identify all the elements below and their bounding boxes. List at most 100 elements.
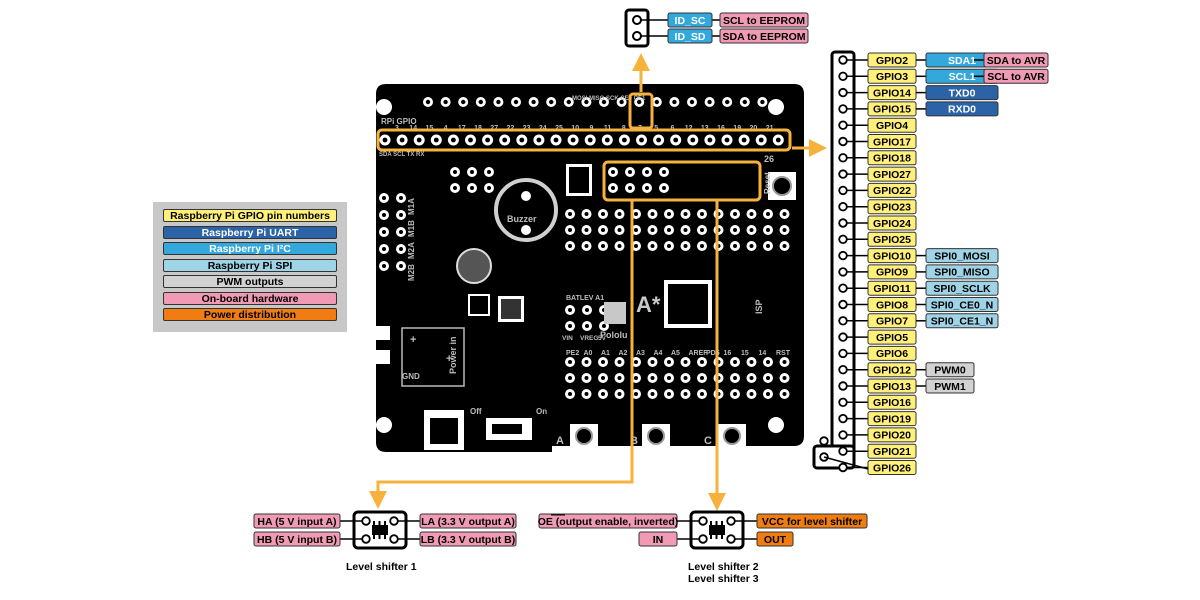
gpio-label: GPIO15 <box>867 101 917 117</box>
analog-label: A4 <box>654 350 663 357</box>
analog-label: RST <box>776 350 791 357</box>
shifter-right-label-text: OUT <box>764 534 787 546</box>
gpio-func-label-text: PWM0 <box>934 365 966 377</box>
gpio-label-text: GPIO18 <box>873 153 911 165</box>
motor-label: M1A <box>407 198 416 215</box>
gpio-func-label-text: PWM1 <box>934 381 966 393</box>
analog-label: 16 <box>724 350 732 357</box>
reset-silk: Reset <box>763 172 772 194</box>
gpio-label-text: GPIO3 <box>876 71 908 83</box>
gpio-label-text: GPIO14 <box>873 87 911 99</box>
gpio-func-label: SPI0_CE0_N <box>925 297 999 312</box>
gpio-label: GPIO19 <box>867 411 917 427</box>
shifter-right-label-text: LB (3.3 V output B) <box>421 534 516 546</box>
shifter-right-label-text: LA (3.3 V output A) <box>421 516 515 528</box>
gpio-desc-label-text: SDA to AVR <box>987 55 1046 67</box>
gpio-label: GPIO11 <box>867 280 917 296</box>
buzzer: Buzzer <box>494 178 558 242</box>
gpio-label: GPIO22 <box>867 182 917 198</box>
gpio-label-text: GPIO11 <box>873 283 911 295</box>
gpio-func-label: PWM1 <box>925 378 975 394</box>
gpio-label-text: GPIO10 <box>873 250 911 262</box>
gpio-func-label: SPI0_MOSI <box>925 248 999 264</box>
gpio-desc-label: SCL to AVR <box>983 68 1049 84</box>
rpi-gpio-header <box>379 134 784 146</box>
gpio-label: GPIO10 <box>867 248 917 264</box>
shifter-left-label: HA (5 V input A) <box>253 513 341 529</box>
gpio-label: GPIO18 <box>867 150 917 166</box>
uart-silk: SDA SCL TX RX <box>379 152 424 158</box>
power-pin-1 <box>376 326 390 340</box>
gpio-desc-label-text: SCL to AVR <box>987 71 1045 83</box>
shifter-right-label-text: VCC for level shifter <box>762 516 862 528</box>
button-b-silk: B <box>630 435 638 447</box>
gpio-label-text: GPIO2 <box>876 55 908 67</box>
rpi-gpio-silk: RPi GPIO <box>381 117 417 126</box>
spi-silk: MOSI MISO SCK CE0 CE1 <box>572 96 646 102</box>
legend-item: Raspberry Pi GPIO pin numbers <box>163 209 337 222</box>
power-label: VIN <box>562 335 573 342</box>
button-c-silk: C <box>704 435 712 447</box>
rpi-header-highlight <box>376 128 792 152</box>
level-shifter-1-caption: Level shifter 1 <box>346 561 417 573</box>
gpio-label: GPIO20 <box>867 427 917 443</box>
gpio-label: GPIO27 <box>867 166 917 182</box>
power-label: 5V <box>598 335 607 342</box>
level-shifter-2-caption: Level shifter 2 <box>688 561 759 573</box>
level-shifter-1-diagram: HA (5 V input A)HB (5 V input B)LA (3.3 … <box>253 510 517 550</box>
gpio-header-diagram: GPIO2 SDA1 SDA to AVR GPIO3 SCL1 SCL to AVR GP… <box>812 50 1049 475</box>
analog-label: A2 <box>619 350 628 357</box>
gpio-label-text: GPIO8 <box>876 299 908 311</box>
gpio-func-label-text: SPI0_MISO <box>934 267 989 279</box>
gpio-label: GPIO7 <box>867 313 917 329</box>
gpio-label: GPIO23 <box>867 199 917 215</box>
on-silk: On <box>536 407 547 416</box>
gpio-label-text: GPIO9 <box>876 267 908 279</box>
legend-item: Raspberry Pi UART <box>163 225 337 239</box>
gpio-func-label: PWM0 <box>925 362 975 378</box>
gpio-label-text: GPIO17 <box>873 136 911 148</box>
gpio-label: GPIO2 <box>867 52 917 68</box>
gpio-label-text: GPIO21 <box>873 446 911 458</box>
gpio-label-text: GPIO12 <box>873 365 911 377</box>
level-shifter-3-caption: Level shifter 3 <box>688 573 759 585</box>
gpio-label: GPIO17 <box>867 134 917 149</box>
gpio-label-text: GPIO5 <box>876 332 908 344</box>
user-buttons: A B C <box>556 424 746 448</box>
gpio-label: GPIO8 <box>867 297 917 312</box>
shifter-right-label: LB (3.3 V output B) <box>419 531 517 547</box>
gpio-label: GPIO14 <box>867 85 917 101</box>
batlev-silk: BATLEV A1 <box>566 295 604 302</box>
gpio-label: GPIO25 <box>867 231 917 247</box>
shifter-right-label: VCC for level shifter <box>756 513 868 529</box>
gpio-label: GPIO21 <box>867 443 917 459</box>
shifter-right-label: OUT <box>756 531 794 547</box>
gpio-label-text: GPIO23 <box>873 202 911 214</box>
id-desc-label-text: SCL to EEPROM <box>723 15 805 27</box>
gpio-func-label-text: SPI0_CE0_N <box>931 299 993 311</box>
gpio-label: GPIO9 <box>867 264 917 280</box>
legend-item: Raspberry Pi I²C <box>163 242 337 255</box>
motor-label: M2A <box>407 242 416 259</box>
gpio-label: GPIO6 <box>867 345 917 361</box>
power-in-silk: Power in <box>448 336 458 374</box>
id-desc-label: SCL to EEPROM <box>719 12 809 28</box>
gpio-func-label-text: SCL1 <box>949 71 976 83</box>
id-pin-label-text: ID_SD <box>675 31 706 43</box>
gpio-label-text: GPIO6 <box>876 348 908 360</box>
gpio-label: GPIO12 <box>867 362 917 378</box>
gpio-label-text: GPIO25 <box>873 234 911 246</box>
gpio-label: GPIO13 <box>867 378 917 394</box>
button-a-silk: A <box>556 435 564 447</box>
arrow-to-shifter-1 <box>369 200 634 509</box>
mounting-holes <box>376 99 784 433</box>
gpio-label: GPIO3 <box>867 68 917 84</box>
gnd-silk: GND <box>402 372 420 381</box>
inductor <box>456 248 492 284</box>
gpio-func-label-text: SDA1 <box>948 55 976 67</box>
gpio-label-text: GPIO4 <box>876 120 908 132</box>
